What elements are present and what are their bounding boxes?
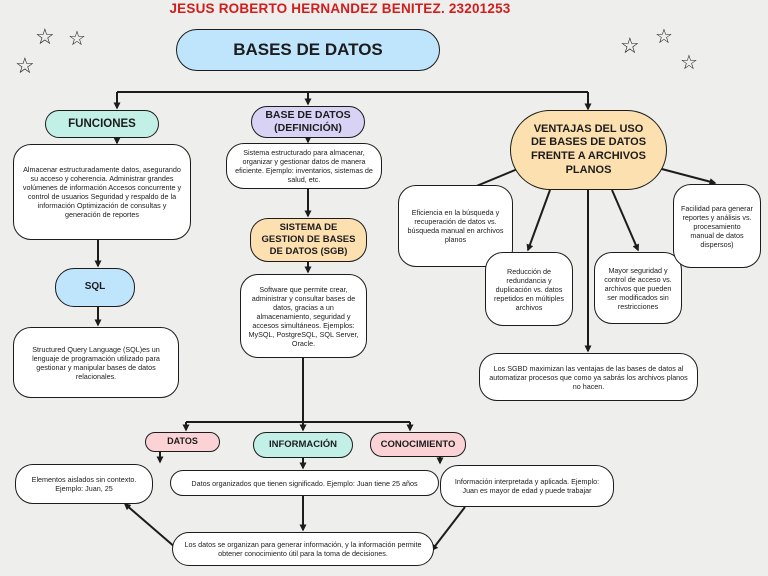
ventajas-reduccion: Reducción de redundancia y duplicación v… [485, 252, 573, 326]
informacion-title: INFORMACIÓN [253, 432, 353, 458]
arrow-conocimiento-ciclo [431, 506, 466, 552]
arrow-ciclo-datos [123, 503, 177, 549]
ventajas-title: VENTAJAS DEL USO DE BASES DE DATOS FRENT… [510, 110, 667, 190]
arrow-to-reduccion [526, 189, 551, 252]
star-icon: ☆ [620, 33, 640, 58]
sql-title: SQL [55, 268, 135, 307]
datos-title: DATOS [145, 432, 220, 452]
informacion-desc: Datos organizados que tienen significado… [170, 470, 439, 496]
author-header: JESUS ROBERTO HERNANDEZ BENITEZ. 2320125… [169, 1, 511, 16]
star-icon: ☆ [35, 24, 55, 49]
arrow-to-seguridad [611, 189, 640, 252]
star-icon: ☆ [655, 26, 673, 48]
arrow-to-facilidad [657, 167, 717, 185]
sql-desc: Structured Query Language (SQL)es un len… [13, 327, 179, 398]
sgb-desc: Software que permite crear, administrar … [240, 274, 367, 358]
star-icon: ☆ [68, 28, 86, 50]
conocimiento-title: CONOCIMIENTO [370, 432, 466, 457]
definicion-desc: Sistema estructurado para almacenar, org… [226, 143, 382, 189]
definicion-title: BASE DE DATOS (DEFINICIÓN) [251, 106, 365, 138]
star-icon: ☆ [680, 52, 698, 74]
conocimiento-desc: Información interpretada y aplicada. Eje… [440, 465, 614, 507]
datos-desc: Elementos aislados sin contexto. Ejemplo… [15, 464, 153, 504]
star-icon: ☆ [15, 53, 35, 78]
ciclo-desc: Los datos se organizan para generar info… [172, 532, 434, 566]
ventajas-seguridad: Mayor seguridad y control de acceso vs. … [594, 252, 682, 324]
funciones-title: FUNCIONES [45, 110, 159, 138]
funciones-desc: Almacenar estructuradamente datos, asegu… [13, 144, 191, 240]
main-title: BASES DE DATOS [176, 29, 440, 71]
ventajas-conclusion: Los SGBD maximizan las ventajas de las b… [479, 353, 698, 401]
sgb-title: SISTEMA DE GESTION DE BASES DE DATOS (SG… [250, 218, 367, 262]
ventajas-facilidad: Facilidad para generar reportes y anális… [673, 184, 761, 268]
